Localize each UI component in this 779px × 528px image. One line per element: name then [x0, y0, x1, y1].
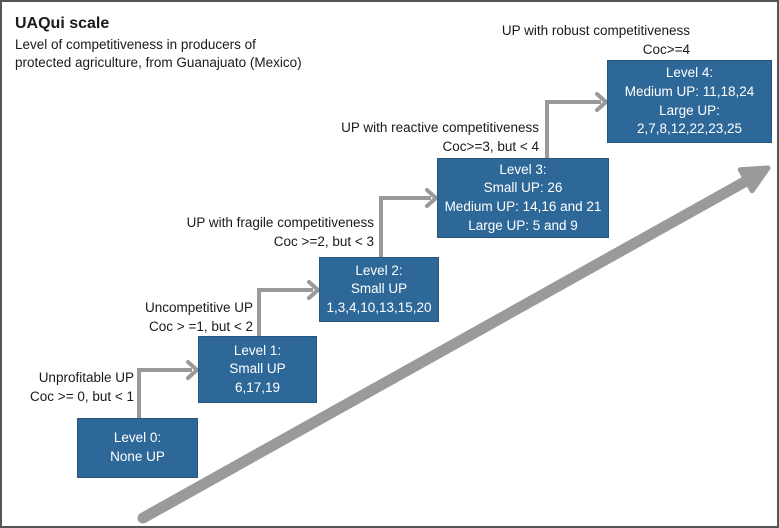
level-box-line: Level 4:: [665, 65, 714, 81]
level-box-line: 1,3,4,10,13,15,20: [326, 299, 432, 315]
level-box-line: Small UP: 26: [483, 180, 563, 196]
stage-label-range: Coc>=4: [642, 41, 690, 57]
diagram-subtitle-line-2: protected agriculture, from Guanajuato (…: [15, 55, 302, 71]
connector-arrow-level0-level1-icon: [137, 360, 199, 418]
stage-label-name: Unprofitable UP: [38, 370, 134, 385]
stage-label-name: UP with reactive competitiveness: [341, 120, 539, 135]
level-box-line: Large UP:: [659, 102, 720, 118]
growth-trend-arrow-icon: [137, 165, 771, 524]
diagram-subtitle-line-1: Level of competitiveness in producers of: [15, 37, 256, 53]
stage-label-range: Coc >=2, but < 3: [273, 233, 374, 249]
connector-arrow-level1-level2-icon: [257, 280, 320, 336]
stage-label-range: Coc > =1, but < 2: [149, 318, 253, 334]
stage-label-name: Uncompetitive UP: [144, 300, 253, 315]
stage-label-range: Coc>=3, but < 4: [442, 138, 539, 154]
level-box-line: Level 0:: [113, 430, 162, 446]
level-0-box: Level 0: None UP: [77, 418, 198, 478]
level-1-box: Level 1: Small UP 6,17,19: [198, 336, 317, 403]
stage-label-level-5: UP with robust competitiveness Coc>=4: [486, 22, 690, 60]
stage-label-name: UP with fragile competitiveness: [186, 215, 374, 230]
level-box-line: Small UP: [229, 361, 286, 377]
stage-label-level-4: UP with reactive competitiveness Coc>=3,…: [332, 119, 539, 157]
stage-label-level-3: UP with fragile competitiveness Coc >=2,…: [174, 214, 374, 252]
level-4-box: Level 4: Medium UP: 11,18,24 Large UP: 2…: [607, 60, 772, 143]
diagram-title: UAQui scale: [15, 15, 110, 32]
diagram-header: UAQui scale Level of competitiveness in …: [15, 14, 302, 73]
stage-label-level-1: Unprofitable UP Coc >= 0, but < 1: [12, 369, 134, 407]
level-box-line: Level 3:: [499, 161, 547, 177]
stage-label-range: Coc >= 0, but < 1: [30, 388, 134, 404]
level-2-box: Level 2: Small UP 1,3,4,10,13,15,20: [319, 257, 439, 322]
connector-arrow-level3-level4-icon: [545, 92, 608, 158]
connector-arrow-level2-level3-icon: [379, 188, 438, 257]
level-box-line: Level 1:: [233, 342, 282, 358]
level-box-line: 6,17,19: [234, 379, 281, 395]
level-3-box: Level 3: Small UP: 26 Medium UP: 14,16 a…: [437, 158, 609, 238]
level-box-line: Large UP: 5 and 9: [468, 217, 578, 233]
level-box-line: Level 2:: [355, 262, 403, 278]
stage-label-name: UP with robust competitiveness: [501, 23, 690, 38]
level-box-line: Medium UP: 11,18,24: [624, 83, 755, 99]
stage-label-level-2: Uncompetitive UP Coc > =1, but < 2: [102, 299, 253, 337]
level-box-line: Medium UP: 14,16 and 21: [444, 199, 602, 214]
level-box-line: Small UP: [350, 281, 408, 297]
level-box-line: None UP: [110, 449, 165, 464]
level-box-line: 2,7,8,12,22,23,25: [636, 121, 743, 137]
